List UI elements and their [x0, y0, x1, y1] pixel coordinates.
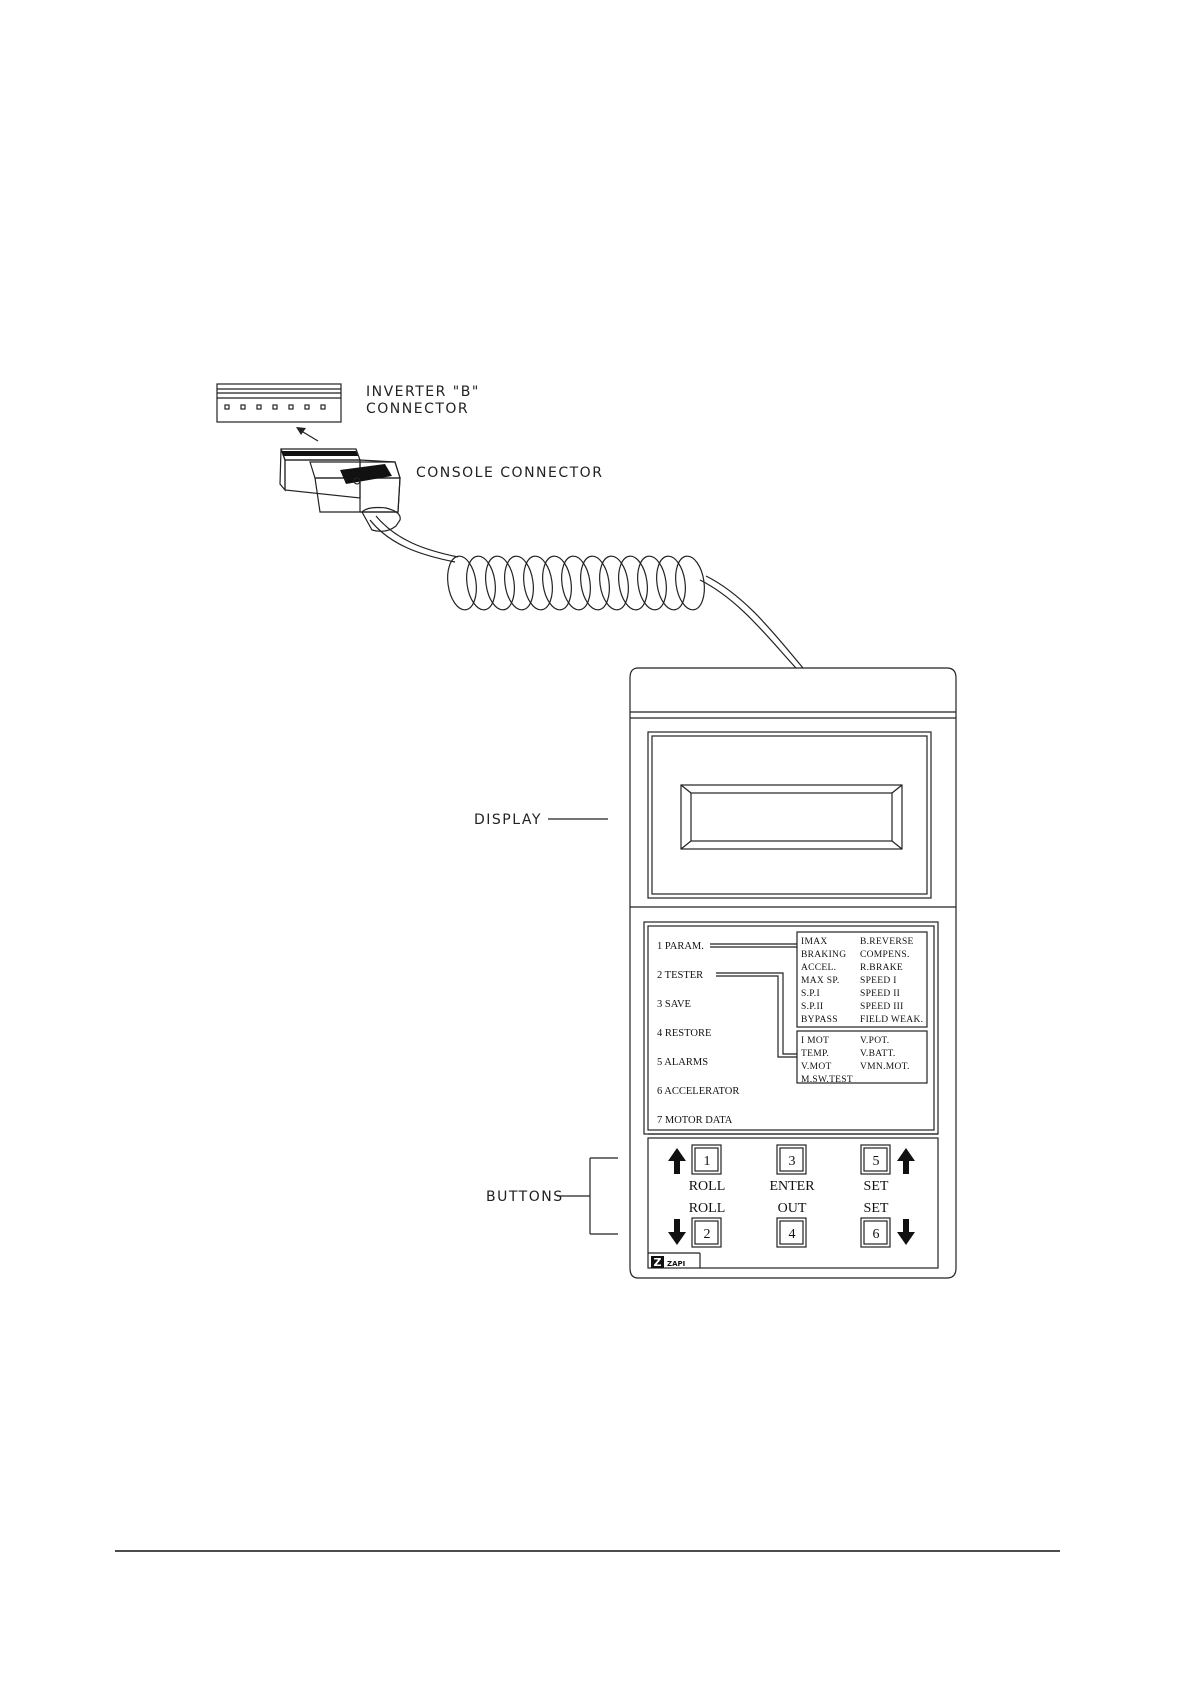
menu-item: 4 RESTORE [657, 1028, 711, 1039]
console-connector [279, 448, 401, 532]
param-submenu-item: MAX SP. [801, 976, 840, 986]
param-submenu-item: S.P.II [801, 1002, 823, 1012]
out-label: OUT [778, 1201, 807, 1216]
connector-pin [256, 404, 262, 410]
menu-item: 2 TESTER [657, 970, 703, 981]
key-1-label: 1 [704, 1154, 711, 1169]
connector-pin [272, 404, 278, 410]
tester-submenu-item: TEMP. [801, 1049, 829, 1059]
connector-pin [288, 404, 294, 410]
param-submenu-item: SPEED III [860, 1002, 904, 1012]
key-6-button[interactable]: 6 [860, 1217, 891, 1248]
arrow-down-icon [668, 1219, 686, 1245]
key-4-label: 4 [789, 1227, 796, 1242]
cable-coil [637, 555, 667, 611]
connector-pin [304, 404, 310, 410]
tester-submenu-item: M.SW.TEST [801, 1075, 853, 1085]
key-6-label: 6 [873, 1227, 880, 1242]
arrow-up-icon [897, 1148, 915, 1174]
keypad [647, 1133, 939, 1269]
cable-coil [561, 555, 591, 611]
param-submenu-item: COMPENS. [860, 950, 910, 960]
buttons-label: BUTTONS [486, 1189, 564, 1205]
menu-item: 5 ALARMS [657, 1057, 708, 1068]
cable-coil [599, 555, 629, 611]
param-submenu-item: SPEED I [860, 976, 897, 986]
inverter-connector-label-1: INVERTER "B" [366, 384, 480, 400]
key-5-button[interactable]: 5 [860, 1144, 891, 1175]
arrow-down-icon [897, 1219, 915, 1245]
menu-item: 3 SAVE [657, 999, 691, 1010]
param-submenu-item: IMAX [801, 937, 828, 947]
insert-arrow-icon [296, 427, 319, 442]
param-submenu-item: SPEED II [860, 989, 900, 999]
menu-item: 6 ACCELERATOR [657, 1086, 739, 1097]
arrow-up-icon [668, 1148, 686, 1174]
menu-panel [643, 921, 939, 1135]
display-label: DISPLAY [474, 812, 542, 828]
key-3-button[interactable]: 3 [776, 1144, 807, 1175]
menu-item: 1 PARAM. [657, 941, 704, 952]
tester-submenu-item: V.BATT. [860, 1049, 896, 1059]
tester-submenu-item: V.MOT [801, 1062, 832, 1072]
cable-coil [504, 555, 534, 611]
param-submenu-item: S.P.I [801, 989, 820, 999]
key-5-label: 5 [873, 1154, 880, 1169]
display-panel [647, 731, 932, 899]
cable-coil [675, 555, 705, 611]
connector-pin [224, 404, 230, 410]
console-connector-label: CONSOLE CONNECTOR [416, 465, 603, 481]
cable-coil [542, 555, 572, 611]
buttons-leader [557, 1157, 618, 1235]
connector-pin [240, 404, 246, 410]
key-2-button[interactable]: 2 [691, 1217, 722, 1248]
roll-down-label: ROLL [689, 1201, 726, 1216]
enter-label: ENTER [769, 1179, 815, 1194]
param-submenu-item: FIELD WEAK. [860, 1015, 923, 1025]
roll-up-label: ROLL [689, 1179, 726, 1194]
inverter-connector-label-2: CONNECTOR [366, 401, 469, 417]
tester-submenu-item: VMN.MOT. [860, 1062, 910, 1072]
set-down-label: SET [864, 1201, 889, 1216]
menu-item: 7 MOTOR DATA [657, 1115, 733, 1126]
param-submenu-item: BRAKING [801, 950, 846, 960]
cable-coil [485, 555, 515, 611]
console-body [629, 667, 957, 1279]
cable-coil [580, 555, 610, 611]
zapi-logo: Z ZAPI [648, 1252, 701, 1269]
key-3-label: 3 [789, 1154, 796, 1169]
tester-submenu-item: I MOT [801, 1036, 829, 1046]
param-submenu-item: BYPASS [801, 1015, 838, 1025]
param-submenu-item: ACCEL. [801, 963, 836, 973]
param-submenu-item: B.REVERSE [860, 937, 914, 947]
key-2-label: 2 [704, 1227, 711, 1242]
cable-coil [466, 555, 496, 611]
connector-pin [320, 404, 326, 410]
logo-letter: Z [654, 1256, 662, 1269]
coiled-cable [369, 515, 804, 669]
inverter-connector [216, 383, 342, 423]
tester-submenu-item: V.POT. [860, 1036, 889, 1046]
param-submenu-item: R.BRAKE [860, 963, 903, 973]
key-1-button[interactable]: 1 [691, 1144, 722, 1175]
set-up-label: SET [864, 1179, 889, 1194]
cable-coil [656, 555, 686, 611]
cable-coil [523, 555, 553, 611]
key-4-button[interactable]: 4 [776, 1217, 807, 1248]
logo-text: ZAPI [667, 1260, 685, 1268]
cable-coil [618, 555, 648, 611]
cable-coil [447, 555, 477, 611]
